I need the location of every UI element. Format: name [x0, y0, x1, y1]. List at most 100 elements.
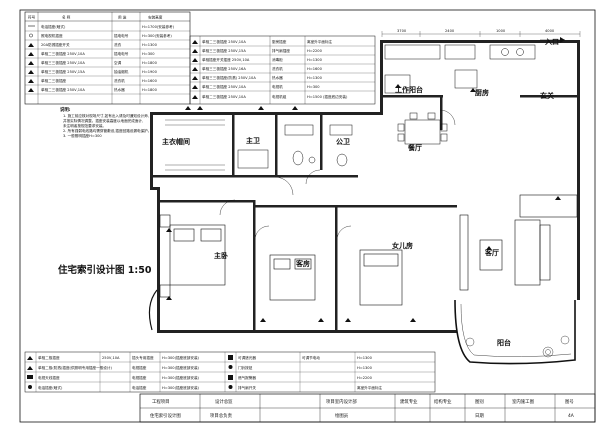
legend-table-right: 单相二三极插座 250V,10A 单相三三极插座 250V,15A 单相插座开关…	[189, 35, 376, 105]
notes-line: 2. 所有强弱电线路均需穿管敷设,插座回路设漏电保护。	[63, 128, 151, 133]
title-chart-value: 室内施工图	[512, 398, 535, 405]
legend-table: 符号 名 称 用 途 安装高度 电话插座(暗式) 照电视机插座 20A防溅插座开…	[24, 11, 191, 105]
bottom-legend-height: H=1300	[357, 366, 373, 370]
legend-row-name: 20A防溅插座开关	[41, 42, 70, 47]
title-sheet-label: 图号	[565, 399, 574, 405]
legend-row-height: H=300	[307, 85, 320, 89]
legend-row-name: 单相三三极插座(防溅) 250V,10A	[202, 75, 256, 80]
legend-row-name: 单相二三极插座 250V,10A	[202, 84, 246, 89]
legend-row-name: 单相三三极插座 250V,15A	[202, 48, 246, 53]
legend-row-height: H=1300	[142, 43, 158, 47]
room-label-living-room: 客厅	[484, 248, 499, 257]
title-sheet-value: 4A	[568, 413, 574, 419]
bottom-legend-use: 插头专用插座	[132, 355, 154, 360]
legend-header-symbol: 符号	[28, 15, 36, 20]
daughter-bed	[359, 249, 403, 306]
balcony-plants	[465, 335, 570, 358]
title-date-label: 日期	[475, 413, 484, 419]
legend-row-use: 热水器	[272, 75, 283, 80]
legend-row-name: 照电视机插座	[41, 33, 63, 38]
bottom-legend-name: 门铃按钮	[238, 365, 253, 370]
legend-row-height: H=1600	[307, 67, 323, 71]
dining-table	[397, 112, 448, 145]
room-label-master-bedroom: 主卧	[214, 251, 228, 260]
legend-row-use: 厨房插座	[272, 39, 287, 44]
notes-line: 未注明者按规范要求安装。	[63, 123, 106, 128]
legend-header-height: 安装高度	[148, 15, 163, 20]
legend-row-use: 抽油烟机	[114, 69, 129, 74]
dimension-label: 1000	[496, 29, 506, 33]
legend-row-use: 排气扇插座	[272, 48, 290, 53]
legend-row-height: H=1700(安装参考)	[142, 24, 175, 29]
legend-row-name: 单相二三极插座 250V,10A	[202, 94, 246, 99]
title-structure-prof: 结构专业	[434, 398, 452, 405]
bottom-legend: 单相二极插座 单相二极(防溅)插座(供照明专用插座一般设计) 电视天线插座 电话…	[24, 351, 436, 393]
legend-row-height: H=1300	[307, 76, 323, 80]
room-label-work-balcony: 工作阳台	[395, 85, 423, 94]
bottom-legend-use: 电话插座	[132, 385, 147, 390]
legend-row-name: 单相二三极插座 250V,10A	[202, 39, 246, 44]
bottom-legend-height: H=300(插座底部安装)	[162, 365, 200, 370]
bottom-legend-height: H=1300	[357, 356, 373, 360]
legend-row-name: 单相二三极插座	[41, 78, 67, 83]
outer-frame	[19, 9, 596, 423]
legend-row-height: 离室外平面标注	[307, 39, 333, 44]
kitchen-fixtures	[384, 44, 536, 94]
bottom-legend-name: 单相二极插座	[38, 355, 60, 360]
bottom-legend-name: 电话插座(暗式)	[38, 385, 63, 390]
bottom-legend-use: 电视插座	[132, 375, 147, 380]
notes-block: 说明: 1. 施工前应核对现场尺寸,如有出入请及时通知设计师, 并按实际情况调整…	[60, 106, 151, 138]
legend-row-height: H=1600	[142, 79, 158, 83]
legend-row-use: 洗衣机	[114, 78, 125, 83]
legend-row-use: 电视机	[272, 84, 283, 89]
notes-title: 说明:	[60, 106, 71, 113]
floor-plan: 3700 2400 1000 4000	[148, 29, 581, 365]
legend-row-use: 洗衣	[114, 42, 122, 47]
master-bed	[159, 214, 226, 298]
legend-row-name: 单相二三极插座 250V,10A	[41, 87, 85, 92]
title-chart-label: 图别	[475, 398, 484, 405]
legend-row-name: 单相三三极插座 250V,15A	[41, 69, 85, 74]
legend-row-use: 空调	[114, 60, 122, 65]
legend-row-use: 插电电号	[114, 51, 129, 56]
title-building-prof: 建筑专业	[400, 398, 418, 405]
legend-row-height: H=1800	[142, 61, 158, 65]
bottom-legend-use: 电视插座	[132, 365, 147, 370]
legend-row-use: 热水器	[114, 87, 125, 92]
room-label-master-bath: 主卫	[246, 136, 260, 145]
legend-row-name: 单相二三极插座 250V,10A	[41, 51, 85, 56]
legend-header-use: 用 途	[118, 15, 127, 20]
room-label-entrance: 入口	[544, 38, 559, 46]
drawing-title: 住宅索引设计图 1:50	[58, 264, 152, 276]
walls	[150, 40, 580, 333]
room-label-balcony: 阳台	[497, 338, 511, 347]
balcony-outline	[454, 299, 576, 365]
room-label-master-closet: 主衣帽间	[162, 137, 190, 146]
legend-row-height: H=2200	[307, 49, 323, 53]
door-swings	[219, 109, 456, 241]
room-label-kitchen: 厨房	[475, 88, 489, 97]
bathroom-fixtures	[237, 124, 353, 169]
room-label-daughter-room: 女儿房	[392, 241, 413, 250]
legend-header-name: 名 称	[62, 15, 71, 20]
bottom-legend-spec: 250V,10A	[102, 356, 120, 360]
bottom-legend-name: 电视天线插座	[38, 375, 60, 380]
living-room-furniture	[459, 194, 578, 291]
legend-row-height: H=300(安装参考)	[142, 33, 172, 38]
dimension-label: 2400	[445, 29, 455, 33]
legend-row-use: 洗衣机	[272, 66, 283, 71]
legend-row-use: 电视机组	[272, 94, 287, 99]
room-label-public-bath: 公卫	[336, 138, 350, 146]
notes-line: 1. 施工前应核对现场尺寸,如有出入请及时通知设计师,	[63, 113, 149, 118]
legend-row-name: 单相插座开关插座 250V,10A	[202, 57, 250, 62]
bottom-legend-height: H=2200	[357, 376, 373, 380]
title-drawn-label: 绘图员	[335, 412, 349, 419]
title-project-label: 工程项目	[152, 398, 170, 405]
title-design-label: 设计总监	[215, 398, 233, 405]
bottom-legend-height: H=300(插座底部安装)	[162, 375, 200, 380]
bay-window	[148, 289, 158, 331]
legend-row-height: H=1500 (插座底边安装)	[307, 94, 348, 99]
title-design-dept: 项目室内设计部	[326, 398, 357, 405]
